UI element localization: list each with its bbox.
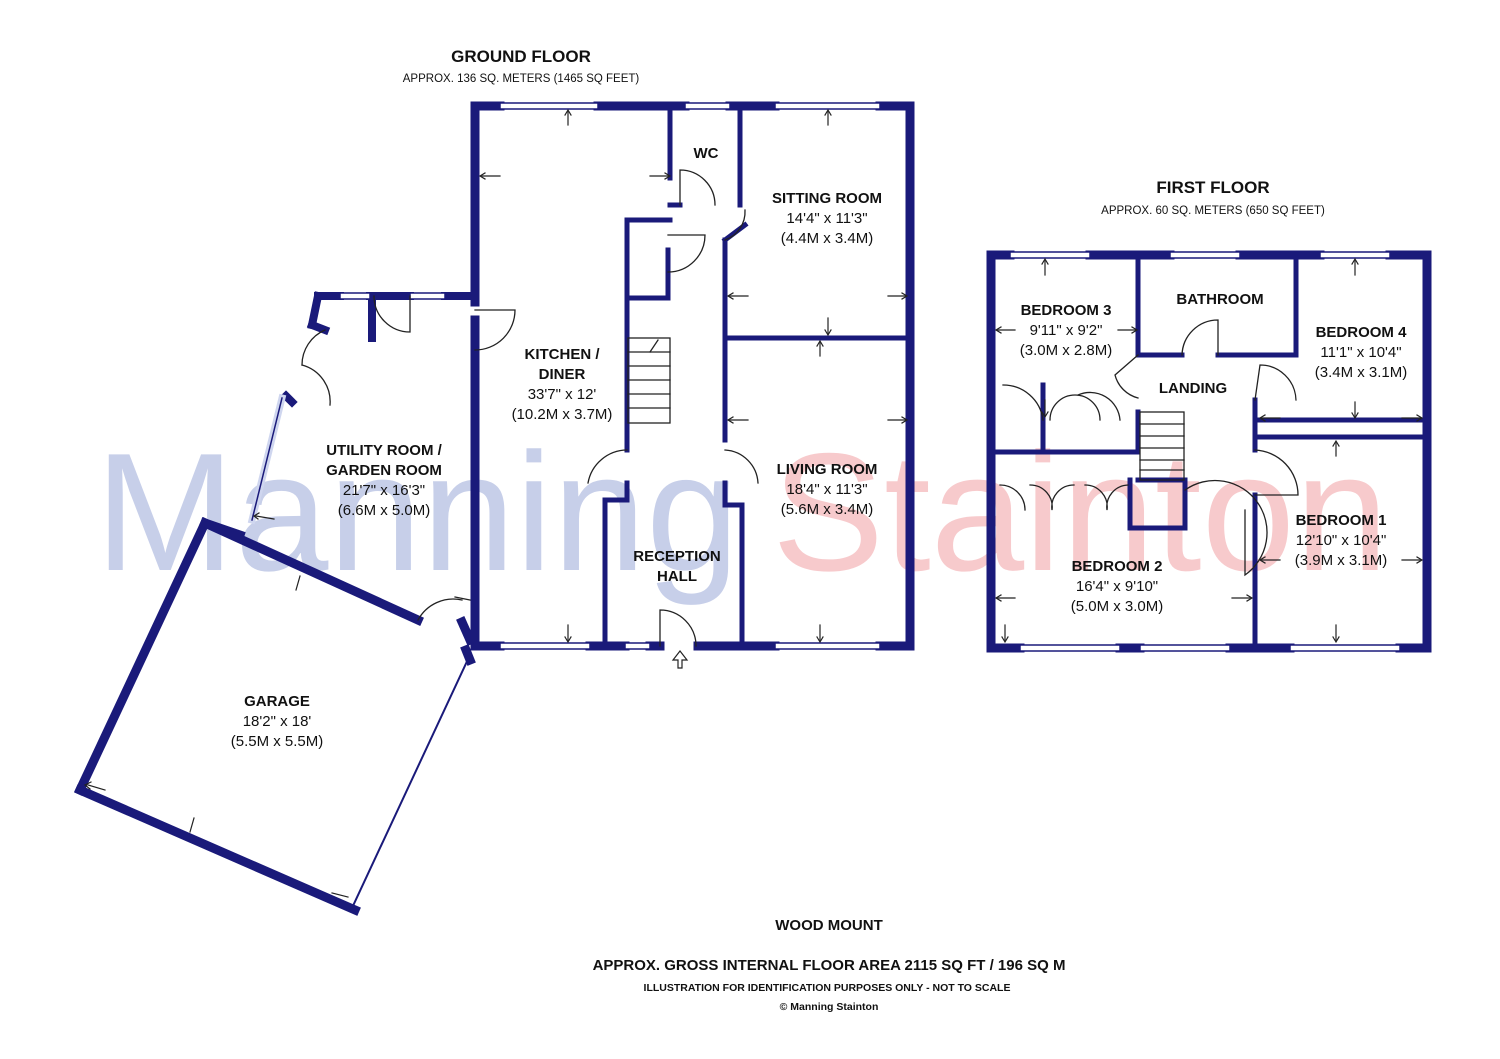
bedroom2-dim-imperial: 16'4" x 9'10" <box>1075 578 1159 595</box>
room-label-kitchen: KITCHEN / DINER 33'7" x 12' (10.2M x 3.7… <box>512 345 613 425</box>
gross-area: APPROX. GROSS INTERNAL FLOOR AREA 2115 S… <box>592 957 1066 974</box>
first-floor-subtitle: APPROX. 60 SQ. METERS (650 SQ FEET) <box>1101 205 1325 217</box>
ground-floor-plan <box>74 101 915 916</box>
living-dim-metric: (5.6M x 3.4M) <box>780 501 874 518</box>
garage-name: GARAGE <box>244 693 310 710</box>
ground-floor-windows <box>339 102 881 650</box>
utility-room-walls <box>280 291 479 408</box>
first-stairs <box>1139 411 1185 481</box>
room-label-utility: UTILITY ROOM / GARDEN ROOM 21'7" x 16'3"… <box>326 441 442 521</box>
first-floor-plan <box>986 250 1432 653</box>
living-dim-imperial: 18'4" x 11'3" <box>786 481 868 498</box>
garage-dim-imperial: 18'2" x 18' <box>242 713 312 730</box>
sitting-dim-metric: (4.4M x 3.4M) <box>780 230 874 247</box>
room-label-reception: RECEPTION HALL <box>633 547 721 587</box>
disclaimer: ILLUSTRATION FOR IDENTIFICATION PURPOSES… <box>643 982 1011 994</box>
kitchen-dim-imperial: 33'7" x 12' <box>527 386 597 403</box>
room-label-bedroom4: BEDROOM 4 11'1" x 10'4" (3.4M x 3.1M) <box>1315 323 1408 383</box>
room-label-landing: LANDING <box>1158 380 1228 397</box>
ground-doors <box>301 169 759 647</box>
utility-dim-imperial: 21'7" x 16'3" <box>342 482 426 499</box>
room-label-living: LIVING ROOM 18'4" x 11'3" (5.6M x 3.4M) <box>777 460 878 520</box>
front-door-arrow <box>671 650 689 669</box>
bedroom4-dim-imperial: 11'1" x 10'4" <box>1320 344 1402 361</box>
reception-name-2: HALL <box>656 568 697 585</box>
room-label-sitting: SITTING ROOM 14'4" x 11'3" (4.4M x 3.4M) <box>772 189 882 249</box>
first-doors <box>999 319 1299 577</box>
ground-floor-subtitle: APPROX. 136 SQ. METERS (1465 SQ FEET) <box>402 73 640 85</box>
first-floor-title: FIRST FLOOR <box>1156 178 1270 197</box>
utility-name-2: GARDEN ROOM <box>326 462 442 479</box>
room-label-garage: GARAGE 18'2" x 18' (5.5M x 5.5M) <box>231 692 324 752</box>
ground-floor-inner-walls <box>602 103 913 649</box>
room-label-wc: WC <box>693 145 719 162</box>
sitting-name: SITTING ROOM <box>772 190 882 207</box>
ground-stairs <box>627 337 671 424</box>
watermark: Manning Stainton <box>95 418 1388 606</box>
copyright: © Manning Stainton <box>779 1001 879 1013</box>
ground-floor-title: GROUND FLOOR <box>451 47 591 66</box>
room-label-bedroom3: BEDROOM 3 9'11" x 9'2" (3.0M x 2.8M) <box>1020 301 1113 361</box>
bedroom1-name: BEDROOM 1 <box>1295 512 1387 529</box>
bedroom4-name: BEDROOM 4 <box>1315 324 1407 341</box>
kitchen-name-1: KITCHEN / <box>524 346 600 363</box>
kitchen-name-2: DINER <box>538 366 586 383</box>
first-floor-windows <box>1009 251 1401 652</box>
garage-dim-metric: (5.5M x 5.5M) <box>230 733 324 750</box>
bedroom1-dim-metric: (3.9M x 3.1M) <box>1294 552 1388 569</box>
garage-door <box>350 653 472 910</box>
bedroom4-dim-metric: (3.4M x 3.1M) <box>1314 364 1408 381</box>
bedroom2-name: BEDROOM 2 <box>1071 558 1163 575</box>
bedroom3-name: BEDROOM 3 <box>1020 302 1112 319</box>
room-label-bathroom: BATHROOM <box>1176 291 1264 308</box>
utility-name-1: UTILITY ROOM / <box>326 442 442 459</box>
bedroom3-dim-metric: (3.0M x 2.8M) <box>1019 342 1113 359</box>
sitting-dim-imperial: 14'4" x 11'3" <box>786 210 868 227</box>
reception-name-1: RECEPTION <box>633 548 721 565</box>
watermark-text-1: Manning <box>95 418 739 606</box>
utility-dim-metric: (6.6M x 5.0M) <box>337 502 431 519</box>
property-name: WOOD MOUNT <box>775 917 883 934</box>
living-name: LIVING ROOM <box>776 461 878 478</box>
bedroom1-dim-imperial: 12'10" x 10'4" <box>1295 532 1387 549</box>
bedroom3-dim-imperial: 9'11" x 9'2" <box>1029 322 1103 339</box>
kitchen-dim-metric: (10.2M x 3.7M) <box>511 406 613 423</box>
bedroom2-dim-metric: (5.0M x 3.0M) <box>1070 598 1164 615</box>
room-label-bedroom2: BEDROOM 2 16'4" x 9'10" (5.0M x 3.0M) <box>1071 557 1164 617</box>
room-label-bedroom1: BEDROOM 1 12'10" x 10'4" (3.9M x 3.1M) <box>1295 511 1388 571</box>
first-dimension-arrows <box>994 257 1424 644</box>
watermark-text-2: Stainton <box>772 418 1388 606</box>
ground-dimension-arrows <box>83 108 909 898</box>
